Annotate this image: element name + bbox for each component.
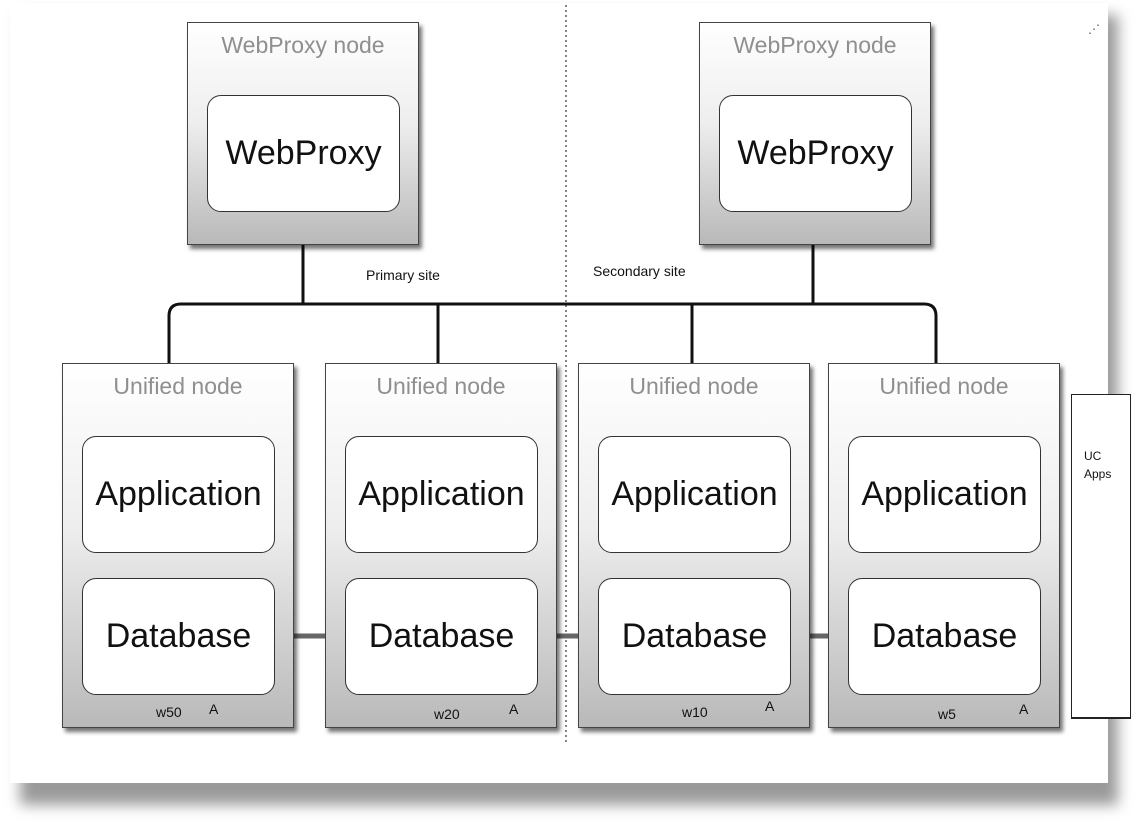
bus-line <box>167 302 938 363</box>
application-component: Application <box>345 436 538 553</box>
node-weight: w50 <box>156 704 182 720</box>
primary-site-label: Primary site <box>366 267 440 283</box>
unified-node-w5: Unified node Application Database w5 A <box>828 363 1060 728</box>
node-tag: A <box>765 698 775 714</box>
uc-apps-line2: Apps <box>1084 467 1112 481</box>
application-component: Application <box>82 436 275 553</box>
application-component: Application <box>848 436 1041 553</box>
unified-node-w10: Unified node Application Database w10 A <box>578 363 810 728</box>
webproxy-component: WebProxy <box>719 95 912 212</box>
uc-apps-panel <box>1071 394 1131 719</box>
database-component: Database <box>598 578 791 695</box>
database-component: Database <box>82 578 275 695</box>
node-title: WebProxy node <box>733 32 897 58</box>
webproxy-node-secondary: WebProxy node WebProxy <box>699 22 931 245</box>
node-title: Unified node <box>113 373 243 399</box>
database-component: Database <box>345 578 538 695</box>
webproxy-node-primary: WebProxy node WebProxy <box>187 22 419 245</box>
node-tag: A <box>509 701 519 717</box>
node-tag: A <box>209 701 219 717</box>
unified-node-w50: Unified node Application Database w50 A <box>62 363 294 728</box>
node-title: Unified node <box>376 373 506 399</box>
node-title: Unified node <box>879 373 1009 399</box>
webproxy-component: WebProxy <box>207 95 400 212</box>
node-weight: w5 <box>938 706 956 722</box>
node-title: Unified node <box>629 373 759 399</box>
secondary-site-label: Secondary site <box>593 263 686 279</box>
node-tag: A <box>1019 701 1029 717</box>
unified-node-w20: Unified node Application Database w20 A <box>325 363 557 728</box>
corner-mark: ⋰ <box>1088 22 1100 36</box>
uc-apps-label: UC Apps <box>1084 447 1124 483</box>
node-title: WebProxy node <box>221 32 385 58</box>
node-weight: w10 <box>682 704 708 720</box>
uc-apps-line1: UC <box>1084 449 1102 463</box>
database-component: Database <box>848 578 1041 695</box>
node-weight: w20 <box>434 706 460 722</box>
application-component: Application <box>598 436 791 553</box>
